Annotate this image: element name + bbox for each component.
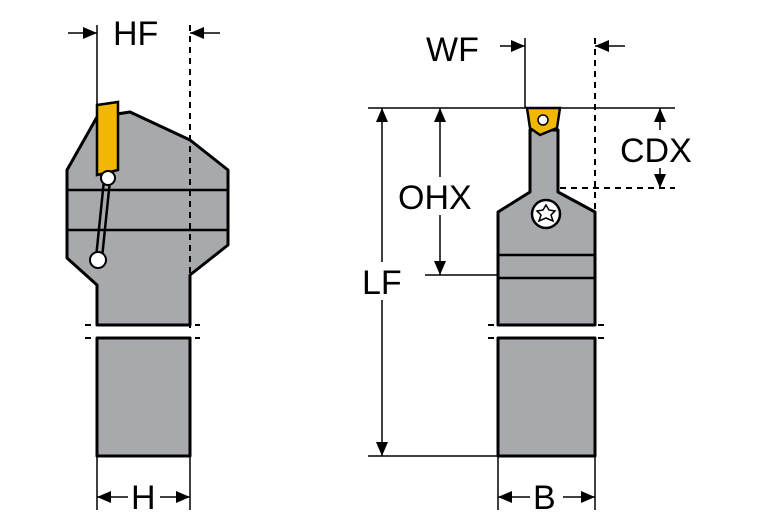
b-arrow-left (498, 491, 512, 503)
lf-label: LF (362, 264, 402, 302)
ohx-label: OHX (398, 179, 472, 217)
right-insert-hole (537, 114, 549, 126)
left-head-body (65, 110, 230, 327)
h-arrow-right (176, 491, 190, 503)
lf-label-bg (360, 262, 410, 300)
h-arrow-left (97, 491, 111, 503)
ohx-arrow-top (434, 108, 446, 122)
wf-arrow-left (511, 40, 525, 52)
right-view: WF CDX OHX LF B (360, 31, 704, 517)
left-clamp-ball (89, 251, 107, 269)
right-shank-body (496, 336, 597, 458)
hf-arrow-right (190, 27, 204, 39)
wf-arrow-right (595, 40, 609, 52)
cdx-label-bg (618, 130, 704, 168)
left-clamp-lever (94, 179, 106, 259)
left-shank-body (95, 336, 192, 458)
ohx-label-bg (396, 177, 486, 215)
cdx-arrow-top (654, 108, 666, 122)
left-clamp-lever-2 (100, 179, 112, 259)
cdx-arrow-bottom (654, 174, 666, 188)
wf-label: WF (426, 31, 479, 69)
left-insert-yellow (95, 100, 120, 177)
b-arrow-right (581, 491, 595, 503)
left-view: HF H (65, 15, 230, 517)
left-clamp-pivot (100, 170, 116, 186)
torx-star-icon (535, 203, 557, 223)
lf-arrow-top (376, 108, 388, 122)
lf-arrow-bottom (376, 442, 388, 456)
hf-label: HF (113, 15, 158, 53)
cdx-label: CDX (620, 132, 692, 170)
hf-arrow-left (83, 27, 97, 39)
h-label: H (131, 479, 156, 517)
b-label: B (533, 479, 556, 517)
ohx-arrow-bottom (434, 261, 446, 275)
